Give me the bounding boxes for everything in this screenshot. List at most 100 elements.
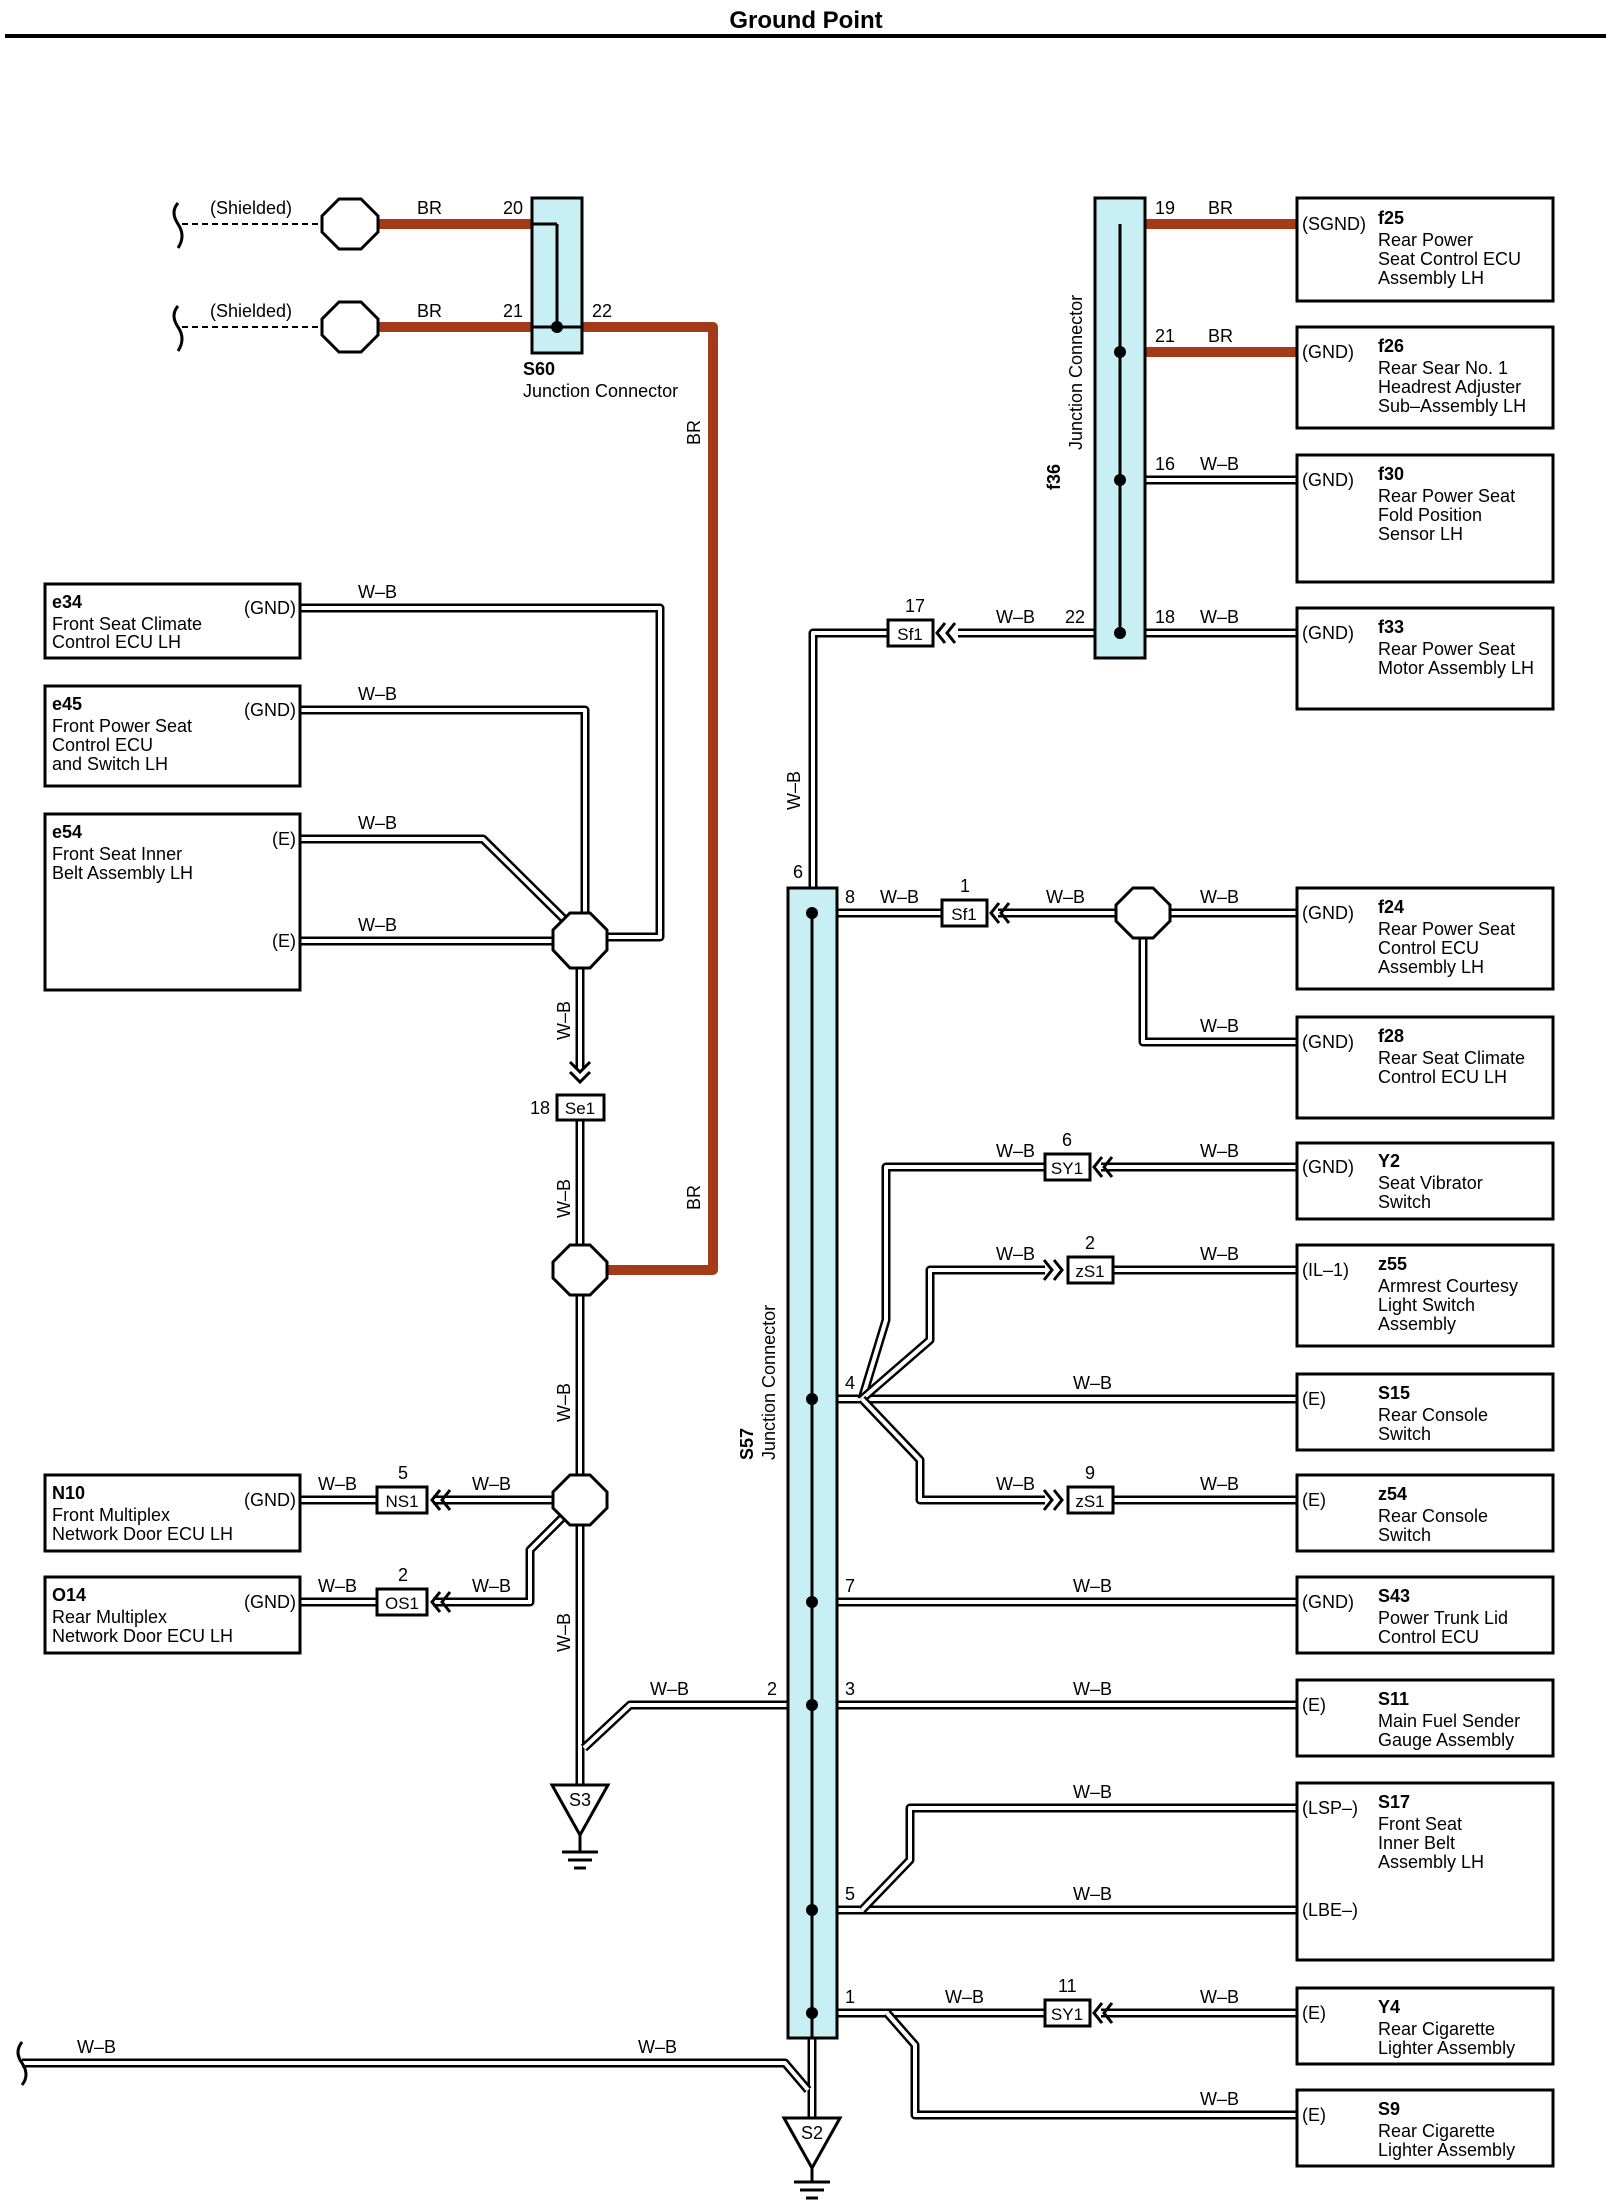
wb-label-vert-4: W–B [554, 1613, 574, 1652]
wb-label-sf1-top: W–B [996, 607, 1035, 627]
component-e45: e45 Front Power Seat Control ECU and Swi… [43, 684, 302, 788]
terminal-label: (E) [1302, 2003, 1326, 2023]
wb-label-e54a: W–B [358, 813, 397, 833]
sf1-top-code: Sf1 [897, 625, 923, 644]
ground-s2: S2 [781, 2116, 843, 2200]
sy1-top-code: SY1 [1051, 1159, 1083, 1178]
component-code: f33 [1378, 617, 1404, 637]
wb-label-n10a: W–B [318, 1474, 357, 1494]
wb-label-s9: W–B [1200, 2089, 1239, 2109]
component-desc: Rear Cigarette [1378, 2121, 1495, 2141]
terminal-label: (GND) [244, 1592, 296, 1612]
splice-e-group [551, 911, 609, 970]
f36-pin-21: 21 [1155, 326, 1175, 346]
component-desc: Front Multiplex [52, 1505, 170, 1525]
wb-label-bottom-left: W–B [77, 2037, 116, 2057]
f36-name: Junction Connector [1066, 295, 1086, 450]
component-desc: Assembly LH [1378, 1852, 1484, 1872]
wb-label-pin8: W–B [880, 887, 919, 907]
wb-label-pin1: W–B [945, 1987, 984, 2007]
ground-s3: S3 [549, 1783, 611, 1870]
component-f26: (GND) f26 Rear Sear No. 1 Headrest Adjus… [1295, 325, 1555, 430]
s57-pin-1: 1 [845, 1987, 855, 2007]
wb-label-f30: W–B [1200, 454, 1239, 474]
component-desc: Assembly LH [1378, 957, 1484, 977]
s57-code: S57 [737, 1428, 757, 1460]
component-desc: Lighter Assembly [1378, 2140, 1515, 2160]
splice-f24-group [1114, 886, 1172, 940]
component-f30: (GND) f30 Rear Power Seat Fold Position … [1295, 453, 1555, 584]
shielded-label-1: (Shielded) [210, 198, 292, 218]
os1-code: OS1 [385, 1594, 419, 1613]
terminal-label: (GND) [1302, 342, 1354, 362]
s57-pin-2: 2 [767, 1679, 777, 1699]
zs1-b-pin: 9 [1085, 1463, 1095, 1483]
wb-wires [22, 475, 1297, 2120]
s57-pin-4: 4 [845, 1373, 855, 1393]
component-code: Y2 [1378, 1151, 1400, 1171]
splice-shield-1 [320, 197, 380, 251]
component-s15: (E) S15 Rear Console Switch [1295, 1372, 1555, 1452]
junction-s57: 6 8 4 7 2 3 5 1 S57 Junction Connector [737, 862, 855, 2040]
wb-label-o14a: W–B [318, 1576, 357, 1596]
component-desc: Front Seat Inner [52, 844, 182, 864]
component-desc: Main Fuel Sender [1378, 1711, 1520, 1731]
component-desc: Seat Vibrator [1378, 1173, 1483, 1193]
component-f28: (GND) f28 Rear Seat Climate Control ECU … [1295, 1015, 1555, 1120]
component-code: z54 [1378, 1484, 1407, 1504]
junction-f36: 19 21 16 22 18 f36 Junction Connector [1044, 196, 1175, 660]
br-label-2: BR [417, 301, 442, 321]
s57-name: Junction Connector [759, 1305, 779, 1460]
component-desc: Sensor LH [1378, 524, 1463, 544]
junction-s60: 20 21 22 S60 Junction Connector [503, 196, 678, 401]
wb-label-s17a: W–B [1073, 1782, 1112, 1802]
se1-code: Se1 [565, 1099, 595, 1118]
component-desc: Network Door ECU LH [52, 1524, 233, 1544]
component-code: e54 [52, 822, 82, 842]
f36-pin-22: 22 [1065, 607, 1085, 627]
terminal-label: (LSP–) [1302, 1798, 1358, 1818]
component-code: z55 [1378, 1254, 1407, 1274]
ground-s3-label: S3 [569, 1790, 591, 1810]
terminal-label: (LBE–) [1302, 1900, 1358, 1920]
terminal-label: (E) [272, 931, 296, 951]
wb-label-f33: W–B [1200, 607, 1239, 627]
component-code: N10 [52, 1483, 85, 1503]
zs1-b-code: zS1 [1075, 1492, 1104, 1511]
s57-pin-5: 5 [845, 1884, 855, 1904]
component-desc: Light Switch [1378, 1295, 1475, 1315]
f36-pin-18: 18 [1155, 607, 1175, 627]
inline-connectors: Sf1 17 Sf1 1 Se1 18 SY1 6 zS1 2 zS1 9 NS… [375, 596, 1115, 2028]
component-desc: Assembly LH [1378, 268, 1484, 288]
terminal-label: (GND) [1302, 470, 1354, 490]
wire-color-labels: (Shielded) (Shielded) BR BR BR BR BR BR … [77, 198, 1239, 2109]
component-n10: N10 Front Multiplex Network Door ECU LH … [43, 1473, 302, 1553]
wb-label-s43: W–B [1073, 1576, 1112, 1596]
wb-label-e54b: W–B [358, 915, 397, 935]
component-desc: Rear Multiplex [52, 1607, 167, 1627]
component-desc: Assembly [1378, 1314, 1456, 1334]
component-code: f30 [1378, 464, 1404, 484]
shielded-label-2: (Shielded) [210, 301, 292, 321]
terminal-label: (E) [1302, 1389, 1326, 1409]
component-desc: Switch [1378, 1192, 1431, 1212]
s60-name: Junction Connector [523, 381, 678, 401]
component-desc: Rear Power [1378, 230, 1473, 250]
s60-pin-21: 21 [503, 301, 523, 321]
component-desc: Gauge Assembly [1378, 1730, 1514, 1750]
f36-pin-19: 19 [1155, 198, 1175, 218]
br-wires [378, 219, 1297, 1275]
terminal-label: (GND) [1302, 1032, 1354, 1052]
s57-pin-6: 6 [793, 862, 803, 882]
component-f33: (GND) f33 Rear Power Seat Motor Assembly… [1295, 606, 1555, 711]
wb-label-vert-3: W–B [554, 1383, 574, 1422]
component-z54: (E) z54 Rear Console Switch [1295, 1473, 1555, 1553]
component-desc: Control ECU LH [52, 632, 181, 652]
component-code: O14 [52, 1585, 86, 1605]
wb-label-y2: W–B [1200, 1141, 1239, 1161]
wb-label-s17b: W–B [1073, 1884, 1112, 1904]
s60-pin-22: 22 [592, 301, 612, 321]
ground-s2-label: S2 [801, 2123, 823, 2143]
component-desc: Seat Control ECU [1378, 249, 1521, 269]
component-e34: e34 Front Seat Climate Control ECU LH (G… [43, 582, 302, 660]
